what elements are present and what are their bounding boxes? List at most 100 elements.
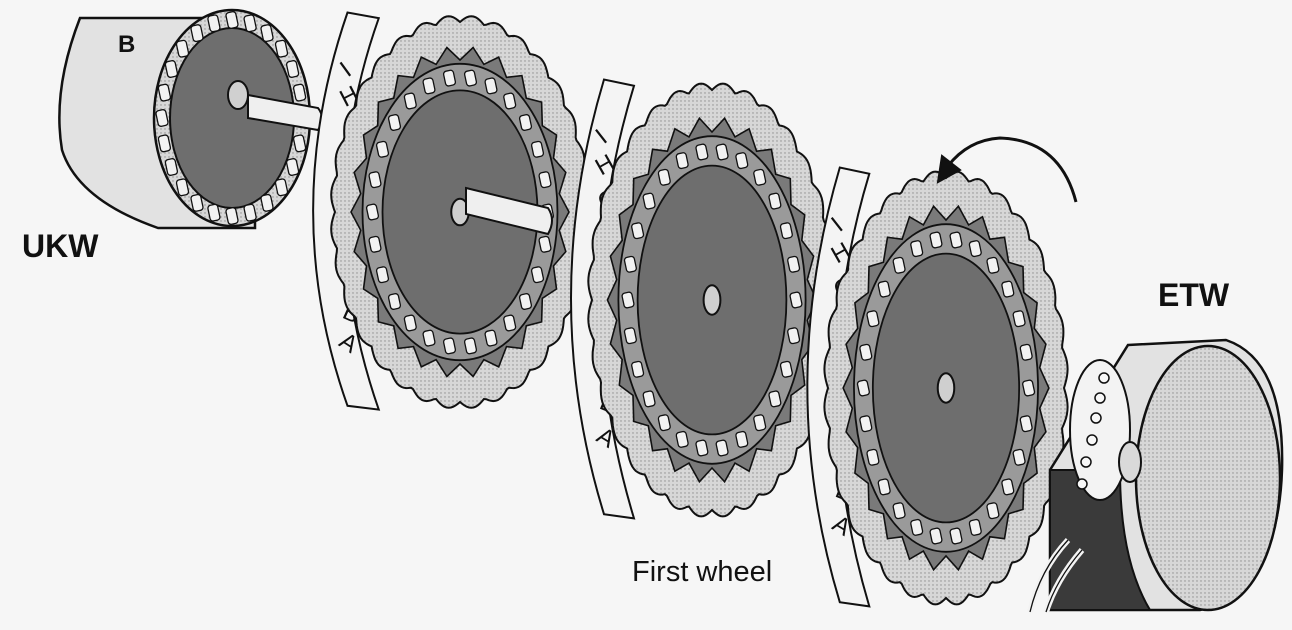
contact-pin (968, 518, 982, 536)
rotor-first: IHGFEDCBA (806, 166, 1069, 608)
contact-pin (260, 24, 274, 43)
contact-pin (695, 439, 709, 457)
contact-pin (285, 60, 300, 78)
contact-pin (387, 114, 402, 131)
contact-pin (623, 255, 637, 273)
contact-pin (768, 192, 782, 210)
contact-pin (243, 14, 257, 33)
contact-pin (657, 168, 671, 186)
contact-pin (463, 69, 478, 87)
reflector-hub (227, 80, 249, 110)
contact-pin (365, 203, 380, 221)
contact-pin (463, 337, 478, 355)
contact-pin (1019, 415, 1033, 433)
contact-pin (768, 390, 782, 408)
contact-pin (403, 314, 417, 332)
etw-label: ETW (1158, 277, 1230, 313)
etw-contact (1076, 478, 1088, 490)
contact-pin (1012, 310, 1026, 328)
contact-pin (538, 171, 552, 189)
contact-pin (910, 518, 924, 536)
contact-pin (225, 207, 239, 225)
etw-contact (1094, 392, 1106, 404)
contact-pin (285, 158, 300, 176)
contact-pin (368, 235, 382, 253)
contact-pin (859, 415, 873, 433)
contact-pin (631, 360, 645, 378)
contact-pin (949, 527, 963, 545)
etw-contact (1090, 412, 1102, 424)
contact-pin (274, 39, 289, 58)
contact-pin (968, 240, 982, 258)
first-wheel-label: First wheel (632, 556, 773, 588)
contact-pin (442, 69, 457, 87)
contact-pin (657, 414, 671, 432)
etw-contact (1086, 434, 1098, 446)
contact-pin (866, 310, 880, 328)
contact-pin (155, 109, 169, 127)
contact-pin (530, 266, 545, 284)
contact-pin (642, 390, 656, 408)
contact-pin (623, 327, 637, 345)
contact-pin (787, 255, 801, 273)
contact-pin (207, 14, 221, 33)
contact-pin (877, 280, 891, 298)
contact-pin (675, 430, 689, 448)
etw-face (1134, 344, 1282, 612)
contact-pin (503, 314, 517, 332)
contact-pin (892, 502, 906, 520)
contact-pin (387, 293, 402, 310)
contact-pin (260, 193, 274, 212)
contact-pin (910, 240, 924, 258)
contact-pin (157, 134, 172, 153)
contact-pin (207, 203, 221, 222)
rotor-hub (936, 372, 956, 404)
contact-pin (631, 222, 645, 240)
entry-wheel-etw (1027, 338, 1284, 613)
contact-pin (484, 77, 498, 95)
contact-pin (621, 291, 635, 309)
contact-pin (164, 60, 179, 78)
contact-pin (753, 414, 767, 432)
contact-pin (157, 83, 172, 102)
arrow-shaft (946, 136, 1078, 203)
contact-pin (403, 92, 417, 110)
contact-pin (225, 11, 239, 29)
reflector-letter: B (118, 31, 135, 58)
contact-pin (243, 203, 257, 222)
contact-pin (375, 140, 390, 158)
contact-pin (675, 152, 689, 170)
contact-pin (422, 77, 436, 95)
contact-pin (164, 158, 179, 176)
rotor-third: IHGFEDCBA (312, 11, 590, 411)
contact-pin (1001, 478, 1015, 496)
contact-pin (949, 231, 963, 249)
contact-pin (929, 231, 943, 249)
etw-contact (1098, 372, 1110, 384)
contact-pin (530, 140, 545, 158)
contact-pin (518, 293, 533, 310)
contact-pin (1012, 448, 1026, 466)
contact-pin (715, 439, 729, 457)
contact-pin (442, 337, 457, 355)
contact-pin (695, 143, 709, 161)
contact-pin (856, 379, 870, 397)
contact-pin (175, 178, 190, 197)
contact-pin (779, 222, 793, 240)
contact-pin (929, 527, 943, 545)
contact-pin (715, 143, 729, 161)
contact-pin (789, 291, 803, 309)
etw-hub (1118, 441, 1142, 483)
contact-pin (986, 502, 1000, 520)
contact-pin (484, 329, 498, 347)
contact-pin (503, 92, 517, 110)
reflector-ukw: B (58, 8, 312, 230)
etw-cable-outline (1029, 539, 1083, 613)
contact-pin (375, 266, 390, 284)
contact-pin (859, 343, 873, 361)
rotor-hub (702, 284, 722, 316)
contact-pin (753, 168, 767, 186)
contact-pin (642, 192, 656, 210)
